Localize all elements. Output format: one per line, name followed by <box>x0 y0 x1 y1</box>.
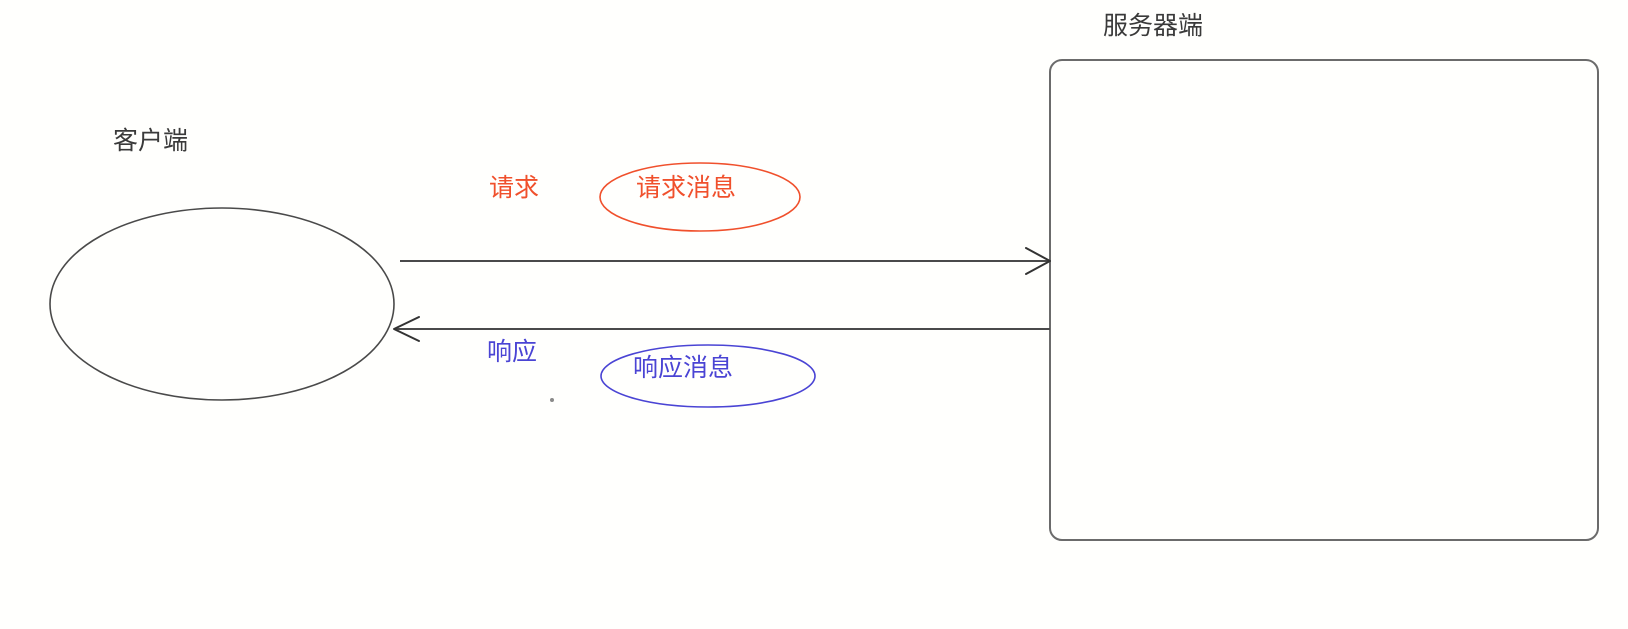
request-message-bubble <box>599 162 801 232</box>
stray-dot-artifact <box>550 398 554 402</box>
request-message-label: 请求消息 <box>636 174 737 202</box>
client-ellipse <box>49 207 395 401</box>
server-box <box>1049 59 1599 541</box>
response-message-bubble <box>600 344 816 408</box>
response-arrowhead-icon <box>393 316 420 342</box>
response-arrow-label: 响应 <box>487 338 538 366</box>
request-arrow-label: 请求 <box>489 174 540 202</box>
server-title-label: 服务器端 <box>1103 12 1204 40</box>
request-arrow <box>400 247 1051 275</box>
response-arrow <box>393 316 1050 342</box>
request-arrowhead-icon <box>1025 247 1051 275</box>
response-message-label: 响应消息 <box>633 354 734 382</box>
client-title-label: 客户端 <box>113 127 189 155</box>
